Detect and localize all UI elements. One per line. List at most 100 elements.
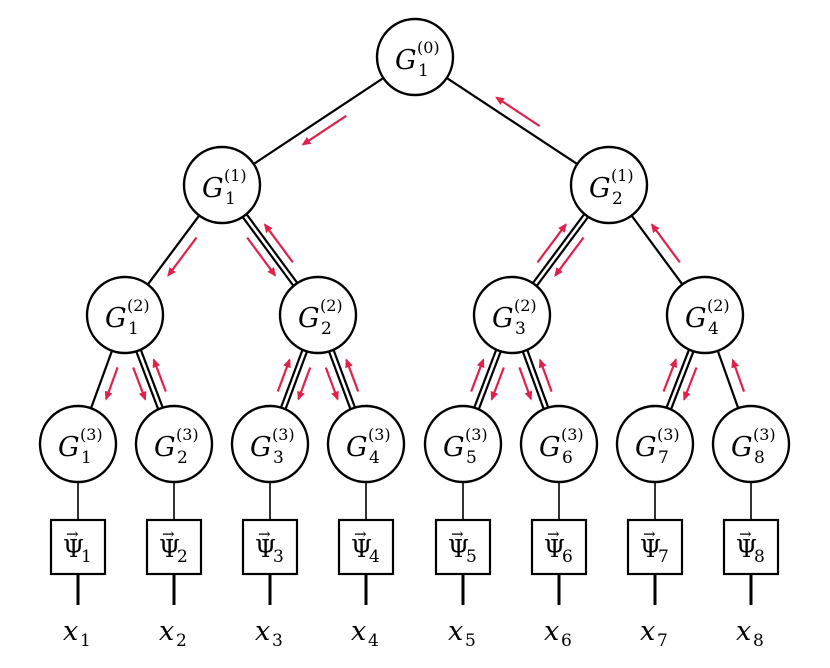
psi-label-sub: 2 xyxy=(177,547,188,567)
psi-box xyxy=(241,518,299,576)
x-label-base: x xyxy=(544,616,559,647)
x-label-sub: 4 xyxy=(368,631,379,651)
x-label-sub: 7 xyxy=(657,631,668,651)
tensor-node: G(3)4 xyxy=(326,404,406,484)
node-circle xyxy=(711,404,791,484)
psi-label-sub: 6 xyxy=(562,547,573,567)
node-circle xyxy=(615,404,695,484)
x-label-sub: 2 xyxy=(176,631,187,651)
tensor-node: G(3)5 xyxy=(423,404,503,484)
node-label-sup: (1) xyxy=(224,166,247,185)
psi-vector-arrow: → xyxy=(547,525,560,543)
tensor-node: G(3)6 xyxy=(519,404,599,484)
x-label-sub: 3 xyxy=(272,631,283,651)
node-label-sup: (2) xyxy=(707,296,730,315)
x-label-base: x xyxy=(159,616,174,647)
node-circle xyxy=(134,404,214,484)
psi-label-base: Ψ xyxy=(255,535,276,563)
edge-n1b-n2c xyxy=(531,213,590,287)
message-arrow-up xyxy=(152,358,167,392)
node-label-sup: (2) xyxy=(320,296,343,315)
bond-line xyxy=(253,77,384,165)
node-circle xyxy=(665,275,745,355)
psi-box xyxy=(434,518,492,576)
psi-label-sub: 7 xyxy=(658,547,669,567)
node-label-sub: 4 xyxy=(708,319,719,339)
message-arrow-down xyxy=(297,367,312,401)
node-label-base: G xyxy=(395,45,417,76)
psi-label-sub: 3 xyxy=(273,547,284,567)
node-circle xyxy=(519,404,599,484)
message-arrow-up xyxy=(650,223,681,264)
bond-line xyxy=(241,216,295,287)
edge-n2d-n3g xyxy=(665,349,695,410)
psi-label-sub: 1 xyxy=(81,547,92,567)
node-label-sup: (3) xyxy=(465,425,488,444)
edge-n1b-n2d xyxy=(630,214,684,286)
node-label-sub: 8 xyxy=(754,448,765,468)
message-arrow-down xyxy=(132,367,147,401)
x-label-base: x xyxy=(63,616,78,647)
node-circle xyxy=(375,17,455,97)
psi-label-sub: 4 xyxy=(369,547,380,567)
node-label-sup: (3) xyxy=(176,425,199,444)
tensor-node: G(3)2 xyxy=(134,404,214,484)
node-label-sub: 3 xyxy=(515,319,526,339)
message-arrow-up xyxy=(536,223,567,264)
x-label-sub: 6 xyxy=(561,631,572,651)
bond-line xyxy=(89,350,114,409)
bond-line xyxy=(139,349,164,409)
node-label-sub: 6 xyxy=(562,448,573,468)
tensor-node: G(1)1 xyxy=(182,145,262,225)
message-arrow-down xyxy=(167,236,198,277)
node-label-sup: (3) xyxy=(753,425,776,444)
node-label-base: G xyxy=(105,303,127,334)
edge-n0-n1a xyxy=(253,77,384,165)
psi-label-base: Ψ xyxy=(640,535,661,563)
bond-line xyxy=(477,350,502,410)
node-label-sup: (3) xyxy=(657,425,680,444)
node-label-base: G xyxy=(492,303,514,334)
node-label-base: G xyxy=(443,432,465,463)
message-arrow-down xyxy=(301,114,347,146)
node-circle xyxy=(182,145,262,225)
psi-label-base: Ψ xyxy=(736,535,757,563)
node-circle xyxy=(569,145,649,225)
psi-vector-arrow: → xyxy=(643,525,656,543)
message-arrow-down xyxy=(683,367,698,401)
message-arrow-down xyxy=(554,236,585,277)
bond-line xyxy=(630,214,684,286)
edge-n1a-n2a xyxy=(146,214,201,286)
bond-line xyxy=(446,77,578,165)
node-label-sup: (3) xyxy=(272,425,295,444)
x-label-base: x xyxy=(255,616,270,647)
x-label-sub: 8 xyxy=(753,631,764,651)
tensor-node: G(3)3 xyxy=(230,404,310,484)
arrow-layer xyxy=(104,96,746,401)
node-label-sup: (2) xyxy=(514,296,537,315)
tensor-node: G(2)4 xyxy=(665,275,745,355)
psi-label-base: Ψ xyxy=(544,535,565,563)
bond-line xyxy=(146,214,201,286)
x-label-sub: 5 xyxy=(465,631,476,651)
edge-layer xyxy=(89,77,740,410)
psi-label-base: Ψ xyxy=(448,535,469,563)
bond-line xyxy=(665,349,691,409)
node-circle xyxy=(472,275,552,355)
x-label-base: x xyxy=(736,616,751,647)
node-circle xyxy=(85,275,165,355)
message-arrow-up xyxy=(470,358,485,392)
node-circle xyxy=(423,404,503,484)
node-label-sub: 3 xyxy=(273,448,284,468)
message-arrow-up xyxy=(538,358,553,392)
node-label-sub: 7 xyxy=(658,448,669,468)
bond-line xyxy=(279,349,304,408)
message-arrow-up xyxy=(345,358,360,392)
